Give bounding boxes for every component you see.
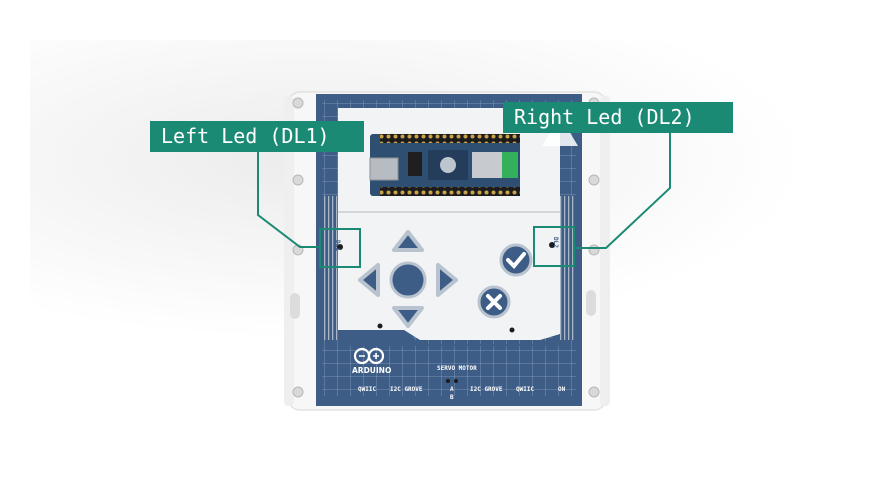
dpad: [358, 230, 458, 328]
right-led-callout: Right Led (DL2): [503, 102, 733, 133]
servo-pin-b-label: B: [450, 394, 454, 401]
left-led-callout: Left Led (DL1): [150, 121, 364, 152]
servo-motor-label: SERVO MOTOR: [437, 365, 477, 372]
dpad-right-button: [436, 263, 458, 297]
led-dl1: [337, 244, 343, 250]
dpad-up-button: [392, 230, 424, 252]
callout-leader-lines: [257, 133, 671, 268]
qwiic-left-label: QWIIC: [358, 386, 376, 393]
dl1-label: DL1: [334, 240, 341, 251]
dpad-center-button: [389, 261, 427, 299]
servo-pin-a-label: A: [450, 386, 454, 393]
dl2-label: DL2: [552, 237, 559, 248]
led-dl2-highlight: [533, 226, 575, 267]
i2c-grove-left-label: I2C GROVE: [390, 386, 423, 393]
dpad-left-button: [358, 263, 380, 297]
i2c-grove-right-label: I2C GROVE: [470, 386, 503, 393]
dpad-down-button: [392, 306, 424, 328]
arduino-brand-text: ARDUINO: [352, 366, 391, 375]
on-label: ON: [558, 386, 566, 393]
close-icon: [477, 285, 511, 319]
led-dl2: [549, 242, 555, 248]
arduino-logo-icon: ARDUINO: [352, 347, 391, 375]
qwiic-right-label: QWIIC: [516, 386, 534, 393]
nano-board: [369, 134, 520, 196]
led-dl1-highlight: [319, 228, 361, 268]
check-icon: [499, 243, 533, 277]
